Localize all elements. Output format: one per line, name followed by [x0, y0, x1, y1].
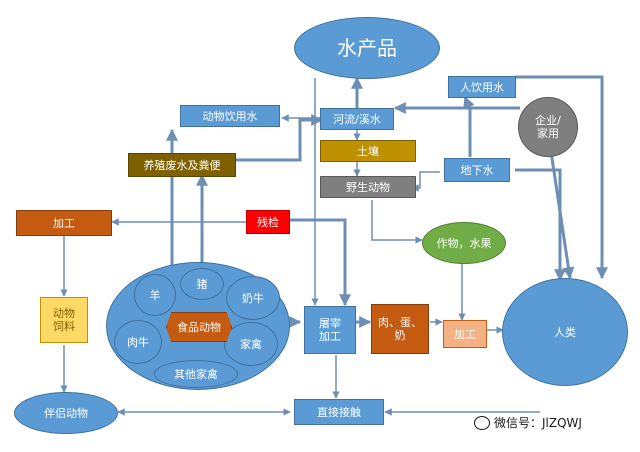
- soil-node: 土壤: [320, 140, 416, 162]
- animal-drinking-water-label: 动物饮用水: [202, 109, 258, 123]
- thin-connectors: [60, 78, 540, 416]
- aquatic-products-label: 水产品: [337, 35, 397, 60]
- river-stream-label: 河流/溪水: [333, 112, 381, 126]
- animal-drinking-water-node: 动物饮用水: [180, 105, 280, 127]
- arrow-manure-to-river: [235, 114, 324, 162]
- watermark-label: 微信号：JlZQWJ: [494, 416, 582, 430]
- processing-right-label: 加工: [454, 327, 476, 341]
- animal-feed-node: 动物 饲料: [40, 297, 88, 343]
- pig-node: 猪: [180, 268, 224, 300]
- manure-wastewater-node: 养殖废水及粪便: [128, 153, 236, 177]
- aquatic-products-node: 水产品: [294, 17, 440, 79]
- companion-animals-label: 伴侣动物: [44, 406, 88, 420]
- arrow-groundwater-to-humans: [515, 168, 566, 282]
- humans-label: 人类: [554, 325, 576, 339]
- wechat-icon: [474, 415, 490, 430]
- food-animals-label: 食品动物: [177, 320, 221, 334]
- human-drinking-water-node: 人饮用水: [448, 76, 516, 98]
- river-stream-node: 河流/溪水: [320, 108, 394, 130]
- manure-wastewater-label: 养殖废水及粪便: [143, 158, 221, 172]
- wildlife-label: 野生动物: [346, 180, 390, 194]
- soil-label: 土壤: [357, 144, 379, 158]
- direct-contact-label: 直接接触: [317, 405, 361, 419]
- pig-label: 猪: [196, 277, 208, 291]
- human-drinking-water-label: 人饮用水: [460, 80, 504, 94]
- arrow-human-water-to-humans: [515, 75, 608, 280]
- processing-right-node: 加工: [443, 320, 487, 348]
- arrow-residue-to-slaughter: [290, 218, 351, 307]
- processing-left-node: 加工: [16, 210, 112, 236]
- other-poultry-label: 其他家禽: [174, 367, 218, 381]
- beef-cattle-label: 肉牛: [127, 335, 149, 349]
- poultry-label: 家禽: [240, 337, 262, 351]
- enterprise-household-label: 企业/ 家用: [535, 114, 561, 140]
- thick-connectors: [166, 75, 608, 328]
- groundwater-node: 地下水: [444, 158, 510, 182]
- slaughter-processing-node: 屠宰 加工: [304, 306, 356, 354]
- dairy-cow-node: 奶牛: [226, 276, 280, 320]
- humans-node: 人类: [502, 278, 628, 386]
- slaughter-processing-label: 屠宰 加工: [319, 317, 341, 343]
- meat-egg-milk-label: 肉、蛋、 奶: [378, 316, 422, 342]
- arrow-groundwater-wildlife: [411, 171, 440, 192]
- residue-testing-node: 残检: [246, 210, 290, 234]
- direct-contact-node: 直接接触: [294, 399, 384, 425]
- animal-feed-label: 动物 饲料: [53, 307, 75, 333]
- arrow-groundwater-to-human-water: [463, 95, 475, 157]
- sheep-node: 羊: [134, 274, 176, 316]
- crops-fruits-label: 作物，水果: [436, 236, 492, 250]
- companion-animals-node: 伴侣动物: [14, 392, 118, 434]
- food-animals-node: 食品动物: [166, 312, 232, 342]
- sheep-label: 羊: [149, 288, 161, 302]
- arrow-soil-to-crops: [371, 200, 423, 244]
- meat-egg-milk-node: 肉、蛋、 奶: [371, 304, 429, 354]
- residue-testing-label: 残检: [257, 215, 279, 229]
- other-poultry-node: 其他家禽: [154, 360, 238, 388]
- crops-fruits-node: 作物，水果: [422, 222, 506, 264]
- enterprise-household-node: 企业/ 家用: [518, 97, 578, 157]
- poultry-node: 家禽: [224, 322, 278, 366]
- dairy-cow-label: 奶牛: [242, 291, 264, 305]
- wildlife-node: 野生动物: [320, 176, 416, 198]
- watermark: 微信号：JlZQWJ: [474, 414, 582, 431]
- processing-left-label: 加工: [53, 216, 75, 230]
- beef-cattle-node: 肉牛: [114, 320, 162, 364]
- groundwater-label: 地下水: [460, 163, 494, 177]
